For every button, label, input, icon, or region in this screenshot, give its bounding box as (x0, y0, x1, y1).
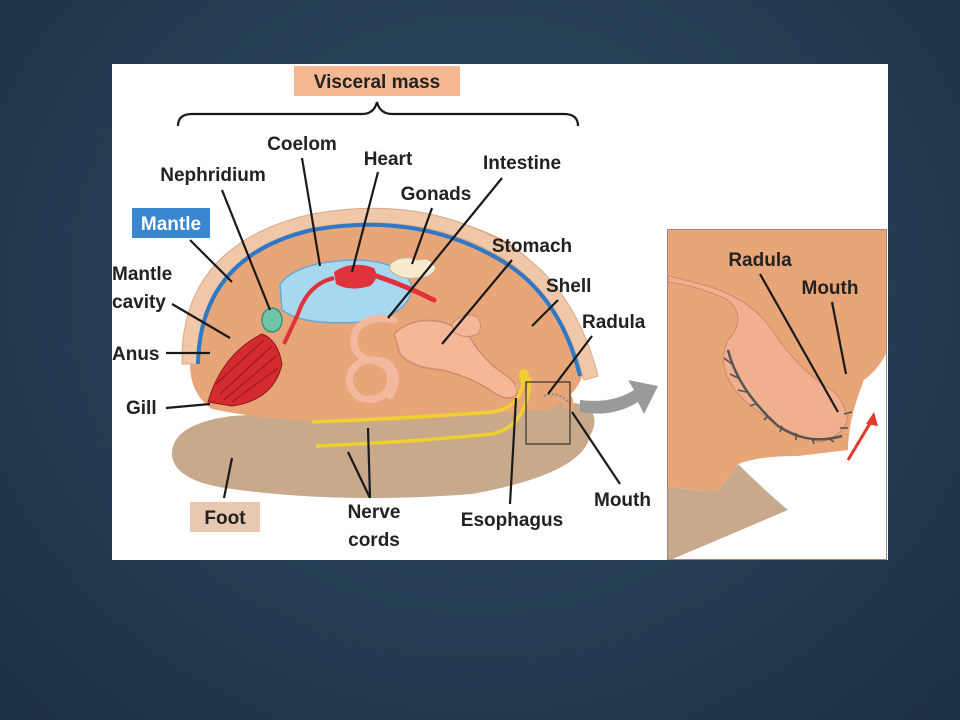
anus-label: Anus (112, 344, 160, 365)
nerve-cord-upper (311, 375, 526, 424)
digestive-gland-shape (451, 314, 482, 338)
zoom-box (525, 381, 571, 445)
aorta-vessel (367, 271, 437, 303)
coelom-leader (300, 157, 322, 267)
mantle-label: Mantle (141, 214, 201, 235)
gonads-leader (410, 207, 434, 265)
nerve-cords-leader-1 (366, 427, 372, 499)
nephridium-leader (220, 189, 272, 311)
stomach-leader (441, 259, 513, 345)
foot-label-box (190, 502, 260, 532)
nerve-cords-label-1: Nerve (348, 502, 401, 523)
coelom-label: Coelom (267, 134, 337, 155)
nephridium-shape (261, 307, 283, 333)
radula-detail: Radula Mouth (668, 230, 886, 559)
shell-label: Shell (546, 276, 591, 297)
visceral-mass-label: Visceral mass (314, 72, 440, 93)
mantle-cavity-label-2: cavity (112, 292, 166, 313)
nerve-cords-leader-2 (347, 451, 371, 499)
heart-leader (350, 171, 380, 273)
visceral-mass-label-box (294, 66, 460, 96)
inset-radula-label: Radula (728, 250, 792, 271)
visceral-mass-bracket (176, 101, 580, 127)
stomach-label: Stomach (492, 236, 572, 257)
foot-leader (222, 457, 234, 499)
heart-shape (334, 264, 377, 289)
mantle-leader (189, 239, 233, 283)
zoom-arrow (580, 380, 658, 414)
inset-radula-leader (759, 273, 839, 413)
inset-radula-ribbon (726, 349, 843, 441)
intestine-leader (387, 177, 503, 319)
gill-leader (165, 402, 211, 410)
mantle-cavity-label-1: Mantle (112, 264, 172, 285)
nerve-cord-lower (315, 377, 532, 448)
esophagus-label: Esophagus (461, 510, 563, 531)
mollusc-diagram: Visceral mass (112, 66, 658, 551)
mantle-line (196, 222, 582, 377)
inset-mouth-leader (830, 301, 848, 375)
inset-detail-panel: Radula Mouth (667, 229, 887, 560)
heart-label: Heart (364, 149, 413, 170)
mantle-label-box (132, 208, 210, 238)
radula-leader (547, 335, 593, 395)
gill-lamellae (215, 339, 279, 403)
nerve-cords-label-2: cords (348, 530, 400, 551)
inset-motion-arrow (846, 419, 874, 461)
foot-shape (171, 401, 595, 498)
inset-mouth-label: Mouth (802, 278, 859, 299)
mantle-cavity-leader (171, 303, 231, 339)
ganglion-shape (519, 369, 529, 383)
inset-arrow-head (866, 412, 878, 426)
radula-label: Radula (582, 312, 646, 333)
radula-teeth (543, 393, 571, 405)
inset-foot (668, 464, 788, 559)
esophagus-leader (508, 397, 518, 505)
gonads-label: Gonads (401, 184, 472, 205)
inset-radula-teeth (723, 357, 853, 445)
mouth-leader (571, 411, 621, 485)
gill-vessel (282, 276, 335, 345)
inset-odontophore (668, 275, 849, 443)
nephridium-label: Nephridium (160, 165, 266, 186)
intestine-shape (345, 314, 399, 403)
intestine-label: Intestine (483, 153, 561, 174)
gill-label: Gill (126, 398, 157, 419)
shell-leader (531, 299, 559, 327)
mouth-label: Mouth (594, 490, 651, 511)
foot-label: Foot (204, 508, 246, 529)
